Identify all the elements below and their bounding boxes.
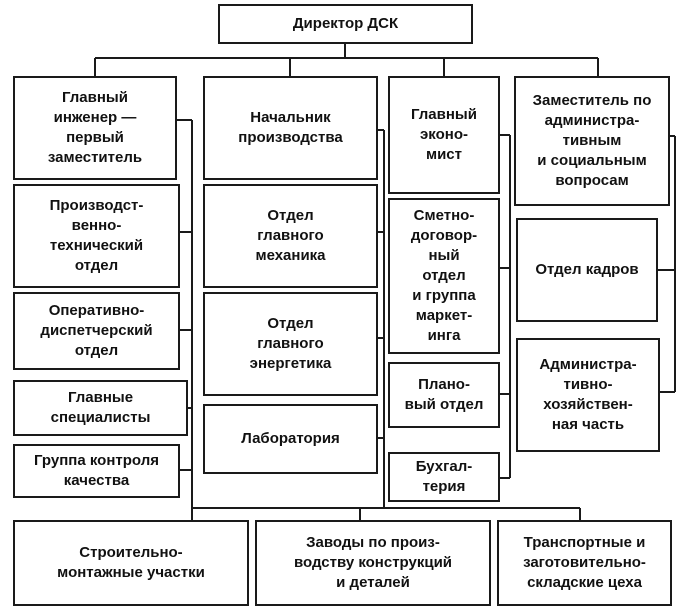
box-estimate-dept-label: Сметно- договор- ный отдел и группа марк… <box>410 207 478 344</box>
box-chief-specialists-label: Главные специалисты <box>50 389 151 426</box>
box-transport: Транспортные и заготовительно- складские… <box>497 520 672 606</box>
box-chief-engineer: Главный инженер — первый заместитель <box>13 76 177 180</box>
box-admin-part: Администра- тивно- хозяйствен- ная часть <box>516 338 660 452</box>
box-pto: Производст- венно- технический отдел <box>13 184 180 288</box>
box-accounting-label: Бухгал- терия <box>415 458 473 495</box>
box-laboratory: Лаборатория <box>203 404 378 474</box>
box-dispatch: Оперативно- диспетчерский отдел <box>13 292 180 370</box>
box-chief-power: Отдел главного энергетика <box>203 292 378 396</box>
box-accounting: Бухгал- терия <box>388 452 500 502</box>
box-head-production: Начальник производства <box>203 76 378 180</box>
box-chief-economist: Главный эконо- мист <box>388 76 500 194</box>
box-admin-part-label: Администра- тивно- хозяйствен- ная часть <box>539 356 637 433</box>
box-construction-sites: Строительно- монтажные участки <box>13 520 249 606</box>
box-plants-label: Заводы по произ- водству конструкций и д… <box>293 534 453 591</box>
box-planning-dept-label: Плано- вый отдел <box>404 376 484 413</box>
box-quality-group-label: Группа контроля качества <box>34 452 159 489</box>
box-deputy-admin: Заместитель по администра- тивным и соци… <box>514 76 670 206</box>
box-director-label: Директор ДСК <box>292 15 399 32</box>
box-transport-label: Транспортные и заготовительно- складские… <box>523 534 646 591</box>
box-pto-label: Производст- венно- технический отдел <box>49 197 144 274</box>
box-laboratory-label: Лаборатория <box>241 430 340 447</box>
box-chief-engineer-label: Главный инженер — первый заместитель <box>47 89 143 166</box>
box-construction-sites-label: Строительно- монтажные участки <box>57 544 205 581</box>
box-plants: Заводы по произ- водству конструкций и д… <box>255 520 491 606</box>
box-hr-dept: Отдел кадров <box>516 218 658 322</box>
box-quality-group: Группа контроля качества <box>13 444 180 498</box>
box-director: Директор ДСК <box>218 4 473 44</box>
box-hr-dept-label: Отдел кадров <box>535 261 639 278</box>
box-chief-specialists: Главные специалисты <box>13 380 188 436</box>
box-estimate-dept: Сметно- договор- ный отдел и группа марк… <box>388 198 500 354</box>
box-planning-dept: Плано- вый отдел <box>388 362 500 428</box>
box-chief-power-label: Отдел главного энергетика <box>249 315 332 372</box>
box-head-production-label: Начальник производства <box>238 109 343 146</box>
box-chief-mechanic-label: Отдел главного механика <box>255 207 326 264</box>
box-chief-mechanic: Отдел главного механика <box>203 184 378 288</box>
box-dispatch-label: Оперативно- диспетчерский отдел <box>40 302 153 359</box>
box-chief-economist-label: Главный эконо- мист <box>411 106 477 163</box>
box-deputy-admin-label: Заместитель по администра- тивным и соци… <box>532 92 652 189</box>
